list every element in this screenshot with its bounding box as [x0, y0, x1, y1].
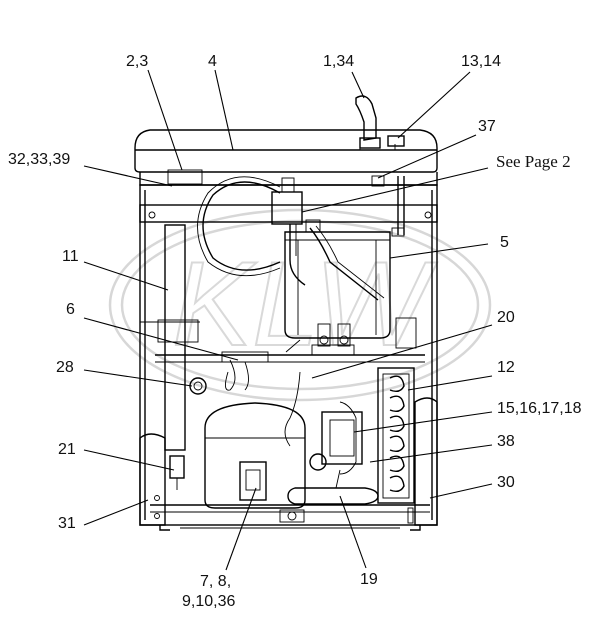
- callout-32-33-39: 32,33,39: [8, 151, 71, 168]
- left-column: [157, 224, 199, 451]
- callout-21: 21: [58, 441, 76, 458]
- fan-motor: [309, 401, 363, 475]
- callout-37: 37: [478, 118, 496, 135]
- tubing-coil: [197, 176, 385, 301]
- callout-9-10-36: 9,10,36: [182, 593, 236, 610]
- svg-text:KLW: KLW: [172, 237, 437, 371]
- callout-20: 20: [497, 309, 515, 326]
- basin-top: [134, 129, 438, 186]
- part-21-valve: [169, 455, 185, 490]
- callout-5: 5: [500, 234, 509, 251]
- callout-28: 28: [56, 359, 74, 376]
- watermark-logo: KLW: [108, 208, 492, 402]
- callout-1-34: 1,34: [323, 53, 355, 70]
- callout-15-16-17-18: 15,16,17,18: [497, 400, 582, 417]
- compressor: [204, 402, 306, 523]
- callout-38: 38: [497, 433, 515, 450]
- callout-11: 11: [62, 248, 79, 265]
- right-pipes: [371, 175, 405, 237]
- callout-31: 31: [58, 515, 76, 532]
- callout-7-8: 7, 8,: [200, 573, 232, 590]
- side-panels: [139, 397, 438, 526]
- bubbler: [355, 95, 405, 149]
- cooling-tank: [284, 231, 417, 356]
- condenser: [377, 367, 415, 504]
- callout-2-3: 2,3: [126, 53, 149, 70]
- callout-4: 4: [208, 53, 217, 70]
- callout-30: 30: [497, 474, 515, 491]
- drier: [287, 469, 379, 505]
- callout-6: 6: [66, 301, 75, 318]
- cabinet-frame: [139, 184, 438, 531]
- callout-see-page-2: See Page 2: [496, 152, 571, 171]
- callout-12: 12: [497, 359, 515, 376]
- leader-lines: [83, 69, 493, 571]
- wiring: [221, 339, 301, 447]
- callout-13-14: 13,14: [461, 53, 502, 70]
- callout-19: 19: [360, 571, 378, 588]
